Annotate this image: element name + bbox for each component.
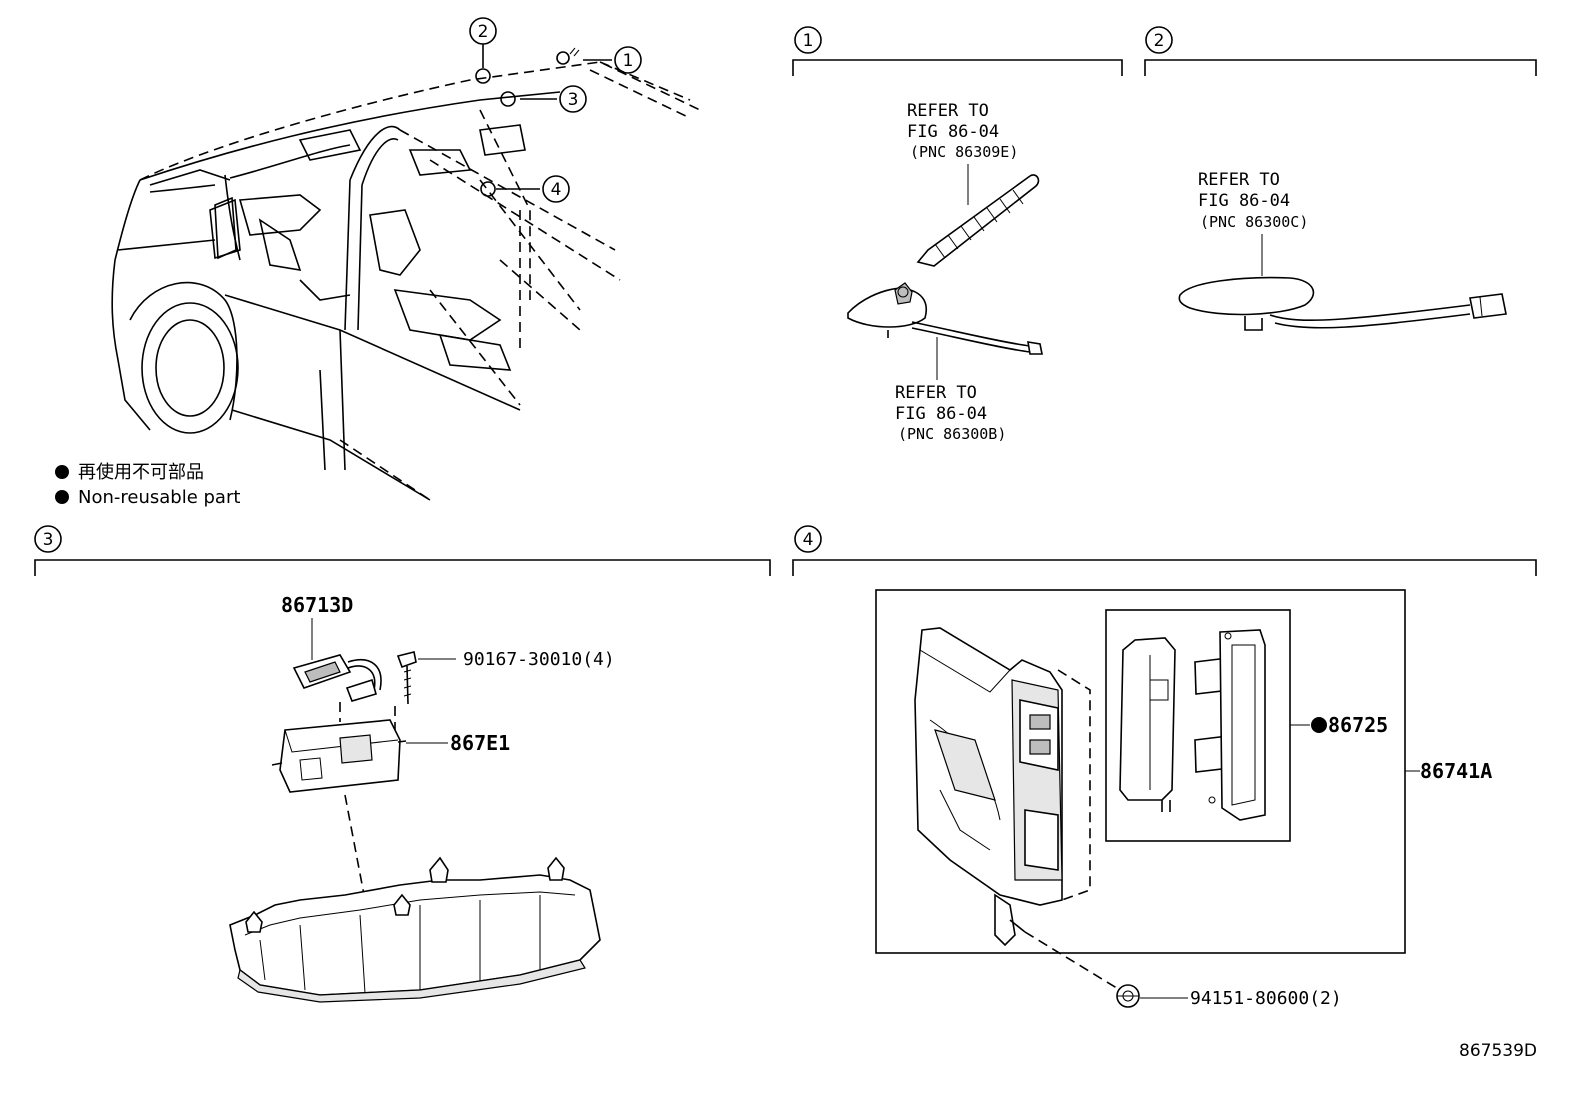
shark-fin-antenna bbox=[1178, 276, 1507, 331]
console-housing bbox=[229, 856, 601, 1003]
screw bbox=[396, 651, 417, 705]
ref-line3: (PNC 86300C) bbox=[1200, 213, 1308, 231]
legend-english: Non-reusable part bbox=[78, 487, 240, 508]
control-unit bbox=[914, 627, 1063, 947]
section-2-bracket bbox=[1144, 59, 1537, 76]
antenna-base bbox=[847, 282, 1043, 355]
part-86741A-label: 86741A bbox=[1420, 759, 1492, 783]
wire-harness bbox=[292, 654, 382, 702]
section-4-number-circle bbox=[794, 525, 822, 553]
non-reusable-bullet-icon bbox=[55, 465, 69, 479]
section-2-number: 2 bbox=[1154, 31, 1165, 51]
location-1-marker bbox=[556, 51, 570, 65]
part-90167-30010-label: 90167-30010(4) bbox=[463, 649, 615, 670]
ref-top-line1: REFER TO bbox=[907, 101, 989, 121]
vehicle-overview bbox=[111, 61, 701, 501]
section-3-number-circle bbox=[34, 525, 62, 553]
location-3-marker bbox=[500, 91, 516, 107]
ref-bottom-line3: (PNC 86300B) bbox=[898, 425, 1006, 443]
part-86725-label: 86725 bbox=[1328, 713, 1388, 737]
ref-line1: REFER TO bbox=[1198, 170, 1280, 190]
non-reusable-bullet-icon bbox=[1311, 717, 1327, 733]
antenna-rod bbox=[916, 174, 1040, 267]
callout-number-3: 3 bbox=[568, 90, 579, 110]
bracket-plate bbox=[1119, 629, 1266, 821]
location-2-marker bbox=[475, 68, 491, 84]
section-2-number-circle bbox=[1145, 26, 1173, 54]
location-4-marker bbox=[480, 181, 496, 197]
module-unit bbox=[271, 719, 407, 793]
ref-bottom-line1: REFER TO bbox=[895, 383, 977, 403]
non-reusable-bullet-icon bbox=[55, 490, 69, 504]
section-4-number: 4 bbox=[803, 530, 814, 550]
ref-top-line3: (PNC 86309E) bbox=[910, 143, 1018, 161]
section-4: 4 bbox=[792, 525, 1537, 1009]
section-1-number: 1 bbox=[803, 31, 814, 51]
legend-japanese: 再使用不可部品 bbox=[78, 462, 204, 483]
callout-number-4: 4 bbox=[551, 180, 562, 200]
section-3: 3 86713D 90167-30010(4) bbox=[34, 525, 771, 1003]
callout-number-2: 2 bbox=[478, 22, 489, 42]
ref-top-line2: FIG 86-04 bbox=[907, 122, 999, 142]
legend: 再使用不可部品 Non-reusable part bbox=[55, 462, 240, 508]
section-1-bracket bbox=[792, 59, 1123, 76]
clip-nut bbox=[1116, 984, 1140, 1008]
section-1: 1 REFER TO FIG 86-04 (PNC 86309E) REFER … bbox=[792, 26, 1123, 443]
section-2: 2 REFER TO FIG 86-04 (PNC 86300C) bbox=[1144, 26, 1537, 331]
part-94151-80600-label: 94151-80600(2) bbox=[1190, 988, 1342, 1009]
ref-line2: FIG 86-04 bbox=[1198, 191, 1290, 211]
section-3-number: 3 bbox=[43, 530, 54, 550]
section-4-bracket bbox=[792, 559, 1537, 576]
overview-callouts: 1 2 3 4 bbox=[469, 17, 642, 203]
callout-number-1: 1 bbox=[623, 51, 634, 71]
callout-circle-1 bbox=[614, 46, 642, 74]
part-867E1-label: 867E1 bbox=[450, 731, 510, 755]
section-1-number-circle bbox=[794, 26, 822, 54]
callout-circle-4 bbox=[542, 175, 570, 203]
ref-bottom-line2: FIG 86-04 bbox=[895, 404, 987, 424]
part-86713D-label: 86713D bbox=[281, 593, 353, 617]
callout-circle-3 bbox=[559, 85, 587, 113]
section-3-bracket bbox=[34, 559, 771, 576]
figure-id: 867539D bbox=[1459, 1041, 1537, 1061]
